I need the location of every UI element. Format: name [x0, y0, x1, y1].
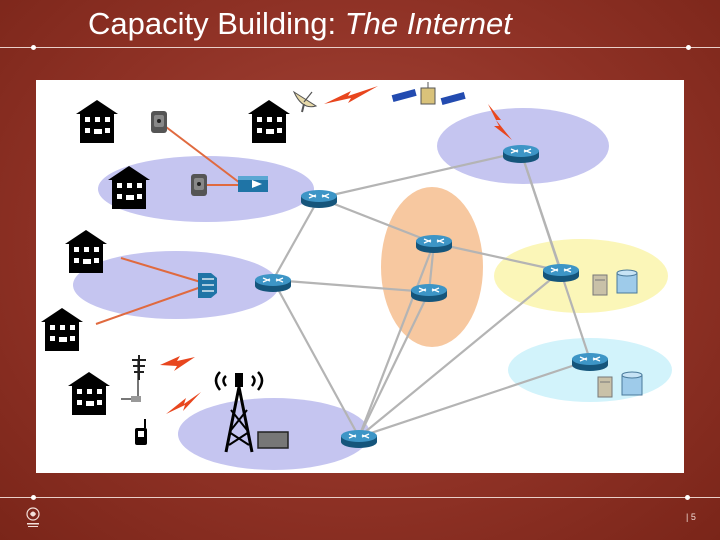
core-links [272, 150, 592, 439]
bottom-rule-dot-left [31, 495, 36, 500]
network-diagram-svg [41, 82, 672, 470]
router-icon [410, 283, 448, 303]
modem-icon [151, 111, 167, 133]
content-cloud [494, 239, 668, 313]
antenna-adapter [131, 396, 141, 402]
network-diagram [36, 80, 684, 473]
access-multiplexer-icon [238, 176, 268, 192]
database-icon [621, 371, 643, 396]
modem-icon [191, 174, 207, 196]
satellite-icon [391, 82, 466, 105]
house-icon [65, 230, 107, 273]
house-icon [248, 100, 290, 143]
top-rule-dot-left [31, 45, 36, 50]
wireless-link-icon [160, 86, 512, 414]
router-icon [300, 189, 338, 209]
router-icon [254, 273, 292, 293]
title-emphasis: The Internet [344, 6, 512, 41]
mobile-phone-icon [135, 419, 147, 445]
bottom-rule [0, 497, 720, 498]
slide-title: Capacity Building: The Internet [88, 6, 512, 42]
antenna-icon [132, 355, 146, 380]
router-icon [415, 234, 453, 254]
house-icon [68, 372, 110, 415]
house-icon [41, 308, 83, 351]
access-links [95, 126, 241, 325]
database-icon [616, 269, 638, 294]
isp-cloud-middle-left [73, 251, 279, 319]
server-icon [597, 376, 613, 398]
router-icon [542, 263, 580, 283]
page-number: | 5 [686, 512, 696, 522]
top-rule-dot-right [686, 45, 691, 50]
house-icon [76, 100, 118, 143]
router-icon [340, 429, 378, 449]
router-icon [571, 352, 609, 372]
router-icon [502, 144, 540, 164]
top-rule [0, 47, 720, 48]
server-icon [592, 274, 608, 296]
cable-headend-icon [198, 273, 217, 298]
satellite-dish-icon [292, 90, 318, 113]
logo-icon [26, 507, 40, 527]
title-main: Capacity Building: [88, 6, 345, 41]
bottom-rule-dot-right [685, 495, 690, 500]
cell-tower-icon [214, 371, 289, 453]
